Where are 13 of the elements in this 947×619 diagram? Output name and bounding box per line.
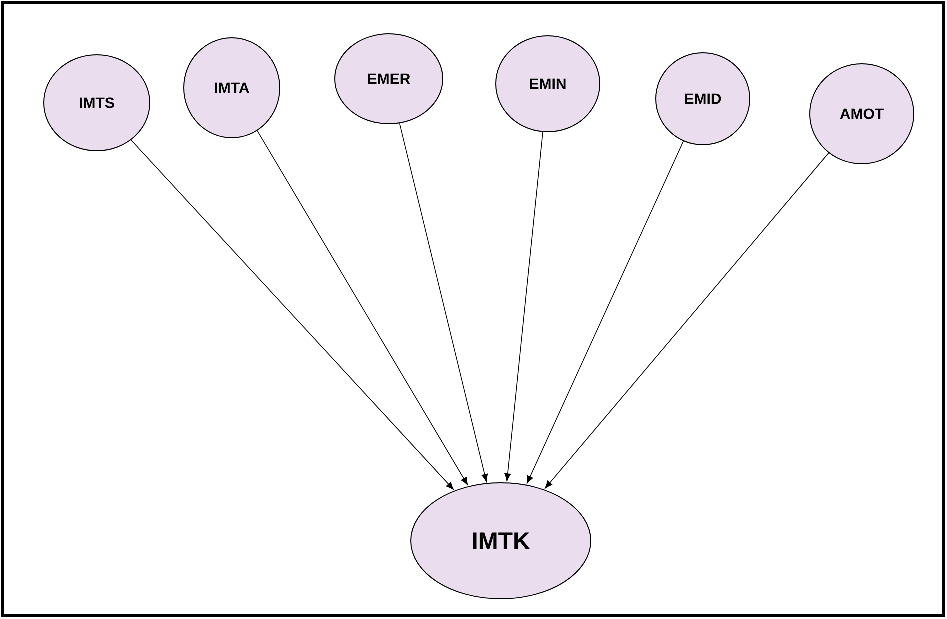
- arrow: [545, 152, 830, 489]
- ellipse-node: IMTK: [410, 482, 592, 600]
- ellipse-node: AMOT: [810, 64, 914, 164]
- arrow: [130, 140, 454, 490]
- arrow: [257, 130, 468, 486]
- ellipse-node: IMTA: [184, 38, 280, 138]
- ellipse-node: EMER: [334, 34, 444, 124]
- arrow: [526, 141, 684, 484]
- arrow: [504, 132, 544, 482]
- ellipse-node: EMID: [656, 52, 750, 146]
- ellipse-node: EMIN: [496, 36, 600, 132]
- arrow: [399, 123, 488, 482]
- ellipse-node: IMTS: [44, 54, 150, 152]
